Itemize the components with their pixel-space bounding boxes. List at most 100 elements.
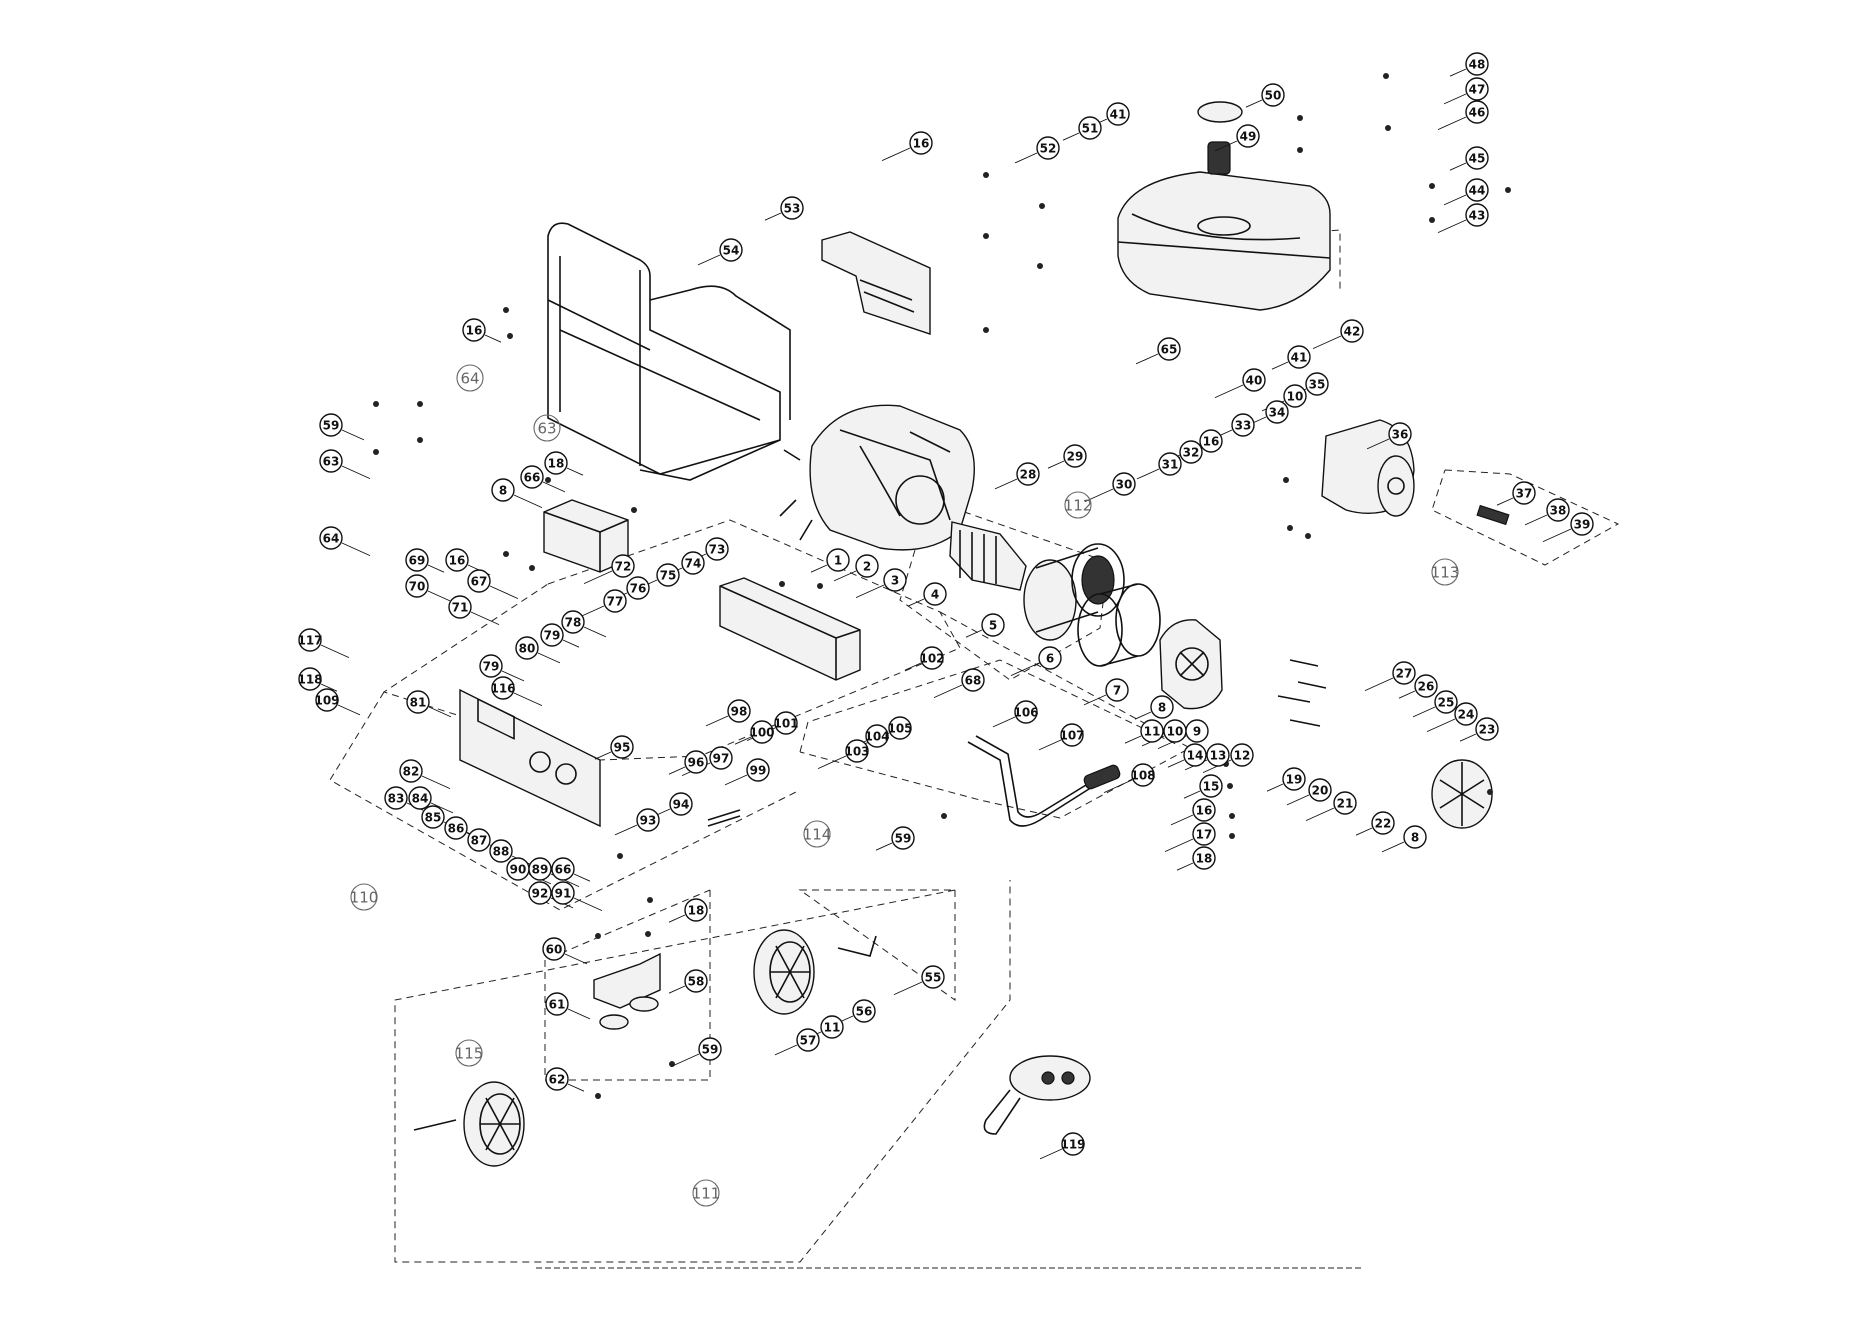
callout-leader [1524, 514, 1548, 526]
group-number: 111 [692, 1185, 721, 1203]
callout-circle [610, 735, 634, 759]
callout-95: 95 [610, 735, 634, 759]
callout-number: 74 [685, 557, 702, 571]
callout-leader [537, 652, 561, 664]
callout-16: 16 [445, 548, 469, 572]
callout-8: 8 [1150, 695, 1174, 719]
callout-73: 73 [705, 537, 729, 561]
callout-circle [852, 999, 876, 1023]
callout-leader [1135, 353, 1159, 365]
callout-leader [573, 873, 591, 882]
callout-72: 72 [611, 554, 635, 578]
callout-number: 56 [856, 1005, 873, 1019]
callout-circle [1287, 345, 1311, 369]
callout-25: 25 [1434, 690, 1458, 714]
callout-leader [1496, 497, 1514, 506]
callout-number: 35 [1309, 378, 1326, 392]
callout-number: 86 [448, 822, 465, 836]
callout-circle [1454, 702, 1478, 726]
callout-leader [489, 585, 519, 600]
callout-23: 23 [1475, 717, 1499, 741]
callout-65: 65 [1157, 337, 1181, 361]
callout-number: 39 [1574, 518, 1591, 532]
callout-circle [684, 750, 708, 774]
callout-number: 52 [1040, 142, 1057, 156]
callout-41: 41 [1106, 102, 1130, 126]
callout-number: 8 [1158, 701, 1166, 715]
callout-leader [501, 670, 525, 682]
muffler-part [1321, 419, 1415, 517]
callout-leader [1437, 116, 1467, 131]
callout-85: 85 [421, 805, 445, 829]
callout-leader [1014, 152, 1038, 164]
callout-leader [566, 467, 584, 476]
callout-leader [341, 429, 365, 441]
callout-leader [904, 662, 922, 671]
callout-circle [545, 1067, 569, 1091]
callout-number: 109 [314, 694, 339, 708]
callout-79: 79 [479, 654, 503, 678]
callout-circle [1199, 774, 1223, 798]
callout-number: 80 [519, 642, 536, 656]
callout-104: 104 [864, 724, 890, 748]
callout-leader [907, 598, 925, 607]
callout-number: 84 [412, 792, 429, 806]
callout-69: 69 [405, 548, 429, 572]
callout-circle [920, 646, 944, 670]
callout-circle [1242, 368, 1266, 392]
callout-58: 58 [684, 969, 708, 993]
callout-circle [1308, 778, 1332, 802]
callout-103: 103 [844, 739, 870, 763]
callout-2: 2 [855, 554, 879, 578]
callout-29: 29 [1063, 444, 1087, 468]
callout-50: 50 [1261, 83, 1285, 107]
callout-51: 51 [1078, 116, 1102, 140]
callout-number: 70 [409, 580, 426, 594]
callout-leader [1266, 783, 1284, 792]
group-label-112: 112 [1064, 491, 1092, 519]
callout-circle [1157, 337, 1181, 361]
callout-number: 59 [895, 832, 912, 846]
callout-circle [489, 839, 513, 863]
callout-leader [562, 639, 580, 648]
callout-circle [774, 711, 798, 735]
callout-circle [746, 758, 770, 782]
callout-leader [427, 564, 445, 573]
group-number: 115 [455, 1045, 484, 1063]
callout-number: 29 [1067, 450, 1084, 464]
callout-circle [891, 826, 915, 850]
callout-circle [528, 857, 552, 881]
callout-82: 82 [399, 759, 423, 783]
callout-number: 18 [688, 904, 705, 918]
callout-leader [567, 1083, 585, 1092]
callout-leader [1542, 528, 1572, 543]
spark-arrestor-part [1476, 504, 1510, 526]
small-rod-part [707, 809, 741, 827]
callout-circle [545, 992, 569, 1016]
callout-leader [668, 766, 686, 775]
group-number: 64 [460, 370, 479, 388]
callout-circle [1199, 429, 1223, 453]
callout-circle [719, 238, 743, 262]
callout-circle [1112, 472, 1136, 496]
callout-16: 16 [1192, 798, 1216, 822]
callout-number: 16 [1196, 804, 1213, 818]
callout-number: 11 [1144, 725, 1161, 739]
callout-number: 22 [1375, 817, 1392, 831]
callout-circle [1150, 695, 1174, 719]
callout-75: 75 [656, 563, 680, 587]
group-label-115: 115 [455, 1039, 484, 1067]
callout-15: 15 [1199, 774, 1223, 798]
callout-circle [551, 857, 575, 881]
callout-number: 4 [931, 588, 939, 602]
callout-number: 67 [471, 575, 488, 589]
callout-number: 20 [1312, 784, 1329, 798]
callout-12: 12 [1230, 743, 1254, 767]
callout-leader [1214, 384, 1244, 399]
callout-leader [855, 584, 885, 599]
callout-79: 79 [540, 623, 564, 647]
callout-number: 16 [913, 137, 930, 151]
callout-leader [810, 564, 828, 573]
